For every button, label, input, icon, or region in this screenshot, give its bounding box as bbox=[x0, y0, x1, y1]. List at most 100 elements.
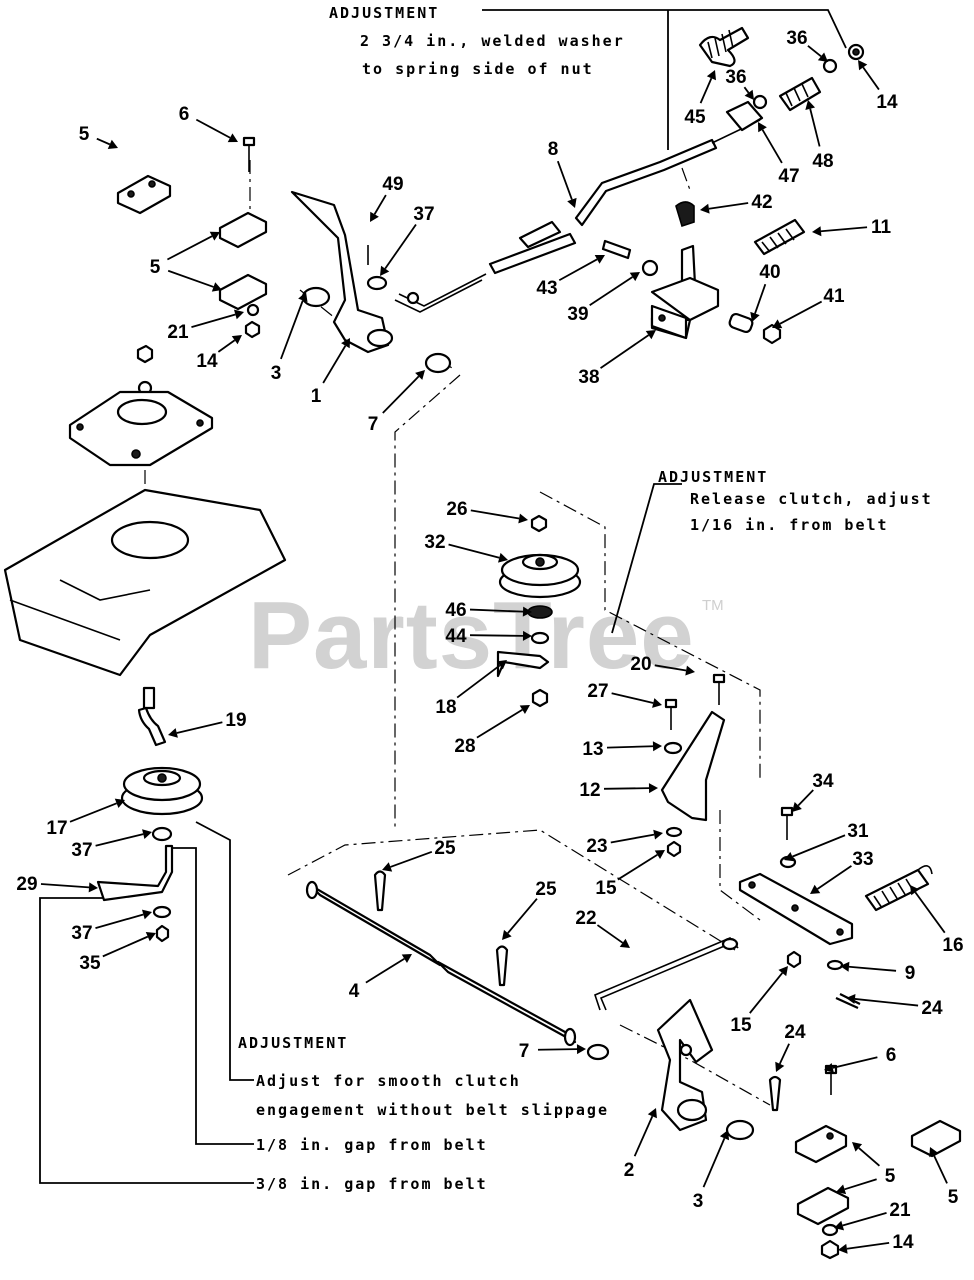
callout-leader bbox=[603, 787, 650, 790]
callout-leader bbox=[69, 802, 117, 823]
note-top-line2: to spring side of nut bbox=[362, 60, 594, 78]
callout-arrowhead bbox=[758, 122, 767, 133]
callout-12: 12 bbox=[579, 780, 600, 801]
callout-arrowhead bbox=[142, 829, 152, 839]
callout-44: 44 bbox=[445, 626, 467, 647]
callout-46: 46 bbox=[445, 600, 466, 621]
note-bottom-line3: 1/8 in. gap from belt bbox=[256, 1136, 488, 1154]
idler-bracket-12 bbox=[660, 673, 726, 858]
callout-leader bbox=[779, 300, 823, 325]
callout-4: 4 bbox=[349, 981, 360, 1002]
callout-arrowhead bbox=[778, 966, 788, 977]
callout-leader bbox=[558, 258, 598, 282]
callout-43: 43 bbox=[536, 278, 557, 299]
callout-arrowhead bbox=[838, 1243, 848, 1254]
bracket-38-assembly bbox=[601, 201, 782, 345]
idler-arm-29 bbox=[96, 844, 174, 943]
callout-leader bbox=[95, 913, 144, 930]
callout-34: 34 bbox=[812, 771, 834, 792]
adjustment-leader-lines bbox=[39, 9, 847, 1184]
note-bottom-line2: engagement without belt slippage bbox=[256, 1101, 609, 1119]
pedal-1 bbox=[290, 190, 452, 374]
callout-21: 21 bbox=[167, 322, 189, 343]
callout-arrowhead bbox=[834, 1220, 845, 1231]
callout-leader bbox=[702, 1137, 726, 1188]
callout-arrowhead bbox=[792, 802, 802, 812]
callout-arrowhead bbox=[645, 330, 656, 340]
adjustment-note-top: ADJUSTMENT 2 3/4 in., welded washer to s… bbox=[329, 4, 625, 78]
callout-48: 48 bbox=[812, 151, 833, 172]
callout-arrowhead bbox=[502, 929, 512, 940]
callout-leader bbox=[40, 883, 90, 889]
callout-arrowhead bbox=[653, 829, 663, 840]
callout-leader bbox=[556, 160, 573, 200]
callout-24: 24 bbox=[921, 998, 943, 1019]
mounting-plate bbox=[68, 344, 214, 467]
callout-leader bbox=[195, 118, 231, 139]
callout-arrowhead bbox=[840, 961, 850, 972]
clamp-pair-lower bbox=[794, 1064, 962, 1260]
upper-linkage-rod bbox=[394, 273, 487, 313]
callout-24: 24 bbox=[784, 1022, 806, 1043]
callout-leader bbox=[761, 129, 783, 164]
callout-arrowhead bbox=[910, 885, 920, 896]
callout-leader bbox=[708, 202, 749, 210]
callout-leader bbox=[365, 957, 405, 984]
callout-16: 16 bbox=[942, 935, 963, 956]
callout-leader bbox=[816, 865, 852, 890]
callout-arrowhead bbox=[744, 89, 754, 100]
callout-leader bbox=[373, 194, 387, 215]
callout-arrowhead bbox=[846, 993, 856, 1004]
callout-13: 13 bbox=[582, 739, 603, 760]
callout-leader bbox=[217, 339, 236, 353]
callout-leader bbox=[596, 924, 624, 944]
callout-5: 5 bbox=[948, 1187, 959, 1208]
callout-arrowhead bbox=[168, 728, 178, 738]
callout-11: 11 bbox=[871, 217, 892, 238]
callout-leader bbox=[390, 850, 433, 868]
callout-arrowhead bbox=[341, 338, 350, 349]
callout-37: 37 bbox=[71, 840, 92, 861]
callout-35: 35 bbox=[79, 953, 101, 974]
callout-3: 3 bbox=[693, 1191, 704, 1212]
callout-leader bbox=[848, 965, 897, 972]
callout-leader bbox=[654, 664, 687, 672]
callout-arrowhead bbox=[233, 309, 244, 320]
note-top-line1: 2 3/4 in., welded washer bbox=[360, 32, 625, 50]
callout-6: 6 bbox=[179, 104, 190, 125]
callout-3: 3 bbox=[271, 363, 282, 384]
callout-36: 36 bbox=[725, 67, 746, 88]
callout-leader bbox=[832, 1056, 878, 1069]
callout-arrowhead bbox=[836, 1184, 847, 1195]
callout-arrowhead bbox=[858, 60, 868, 71]
callout-25: 25 bbox=[434, 838, 456, 859]
callout-leader bbox=[382, 375, 420, 414]
callout-leader bbox=[858, 1147, 881, 1167]
callout-36: 36 bbox=[786, 28, 807, 49]
callout-22: 22 bbox=[575, 908, 596, 929]
callout-arrowhead bbox=[817, 52, 828, 62]
callout-14: 14 bbox=[892, 1232, 914, 1253]
callout-31: 31 bbox=[847, 821, 869, 842]
callout-leader bbox=[807, 45, 822, 58]
callout-15: 15 bbox=[595, 878, 617, 899]
note-bottom-line1: Adjust for smooth clutch bbox=[256, 1072, 521, 1090]
callout-arrowhead bbox=[852, 1142, 863, 1152]
callout-leader bbox=[606, 745, 654, 749]
callout-leader bbox=[914, 891, 946, 934]
note-middle-line2: 1/16 in. from belt bbox=[690, 516, 889, 534]
callout-arrowhead bbox=[629, 272, 640, 282]
callout-arrowhead bbox=[496, 660, 507, 670]
callout-leader bbox=[699, 77, 713, 104]
callout-14: 14 bbox=[196, 351, 218, 372]
callout-arrowhead bbox=[211, 282, 222, 292]
callout-45: 45 bbox=[684, 107, 706, 128]
note-bottom-line4: 3/8 in. gap from belt bbox=[256, 1175, 488, 1193]
callout-arrowhead bbox=[772, 319, 783, 329]
callout-leader bbox=[809, 108, 821, 147]
callout-arrowhead bbox=[784, 851, 795, 862]
callout-leader bbox=[191, 313, 236, 328]
callout-14: 14 bbox=[876, 92, 898, 113]
callout-leader bbox=[384, 223, 417, 270]
callout-arrowhead bbox=[654, 850, 665, 860]
